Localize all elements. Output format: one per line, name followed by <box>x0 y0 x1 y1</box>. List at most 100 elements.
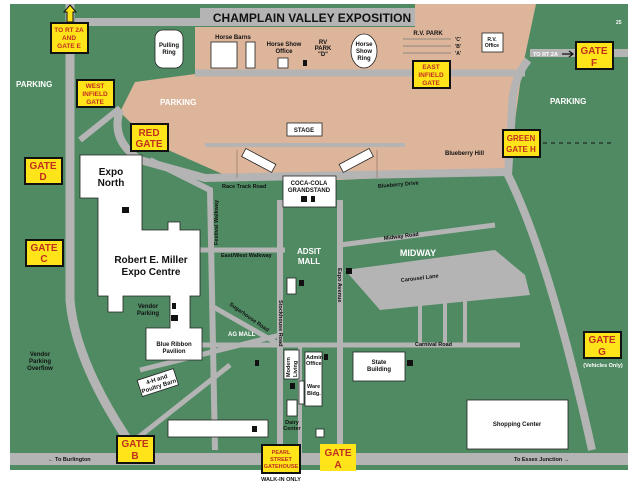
svg-text:GATE E: GATE E <box>57 43 81 50</box>
blue-ribbon-label: Blue Ribbon <box>156 342 192 348</box>
restroom-icon <box>171 315 178 321</box>
restroom-icon <box>290 383 295 389</box>
stage <box>286 122 323 137</box>
map-title: CHAMPLAIN VALLEY EXPOSITION <box>213 11 411 25</box>
svg-text:GATEHOUSE: GATEHOUSE <box>264 464 299 470</box>
state-building <box>352 351 406 382</box>
ag-mall-label: AG MALL <box>228 332 256 338</box>
vendor-overflow-label: Vendor Parking Overflow <box>27 352 53 372</box>
admin-office-label: Admin <box>306 355 324 361</box>
pulling-ring-label: Pulling <box>159 43 179 49</box>
building-row <box>167 419 269 438</box>
gate-c[interactable]: GATE C <box>25 239 64 267</box>
rv-row-b: 'B' <box>455 44 461 50</box>
admin-office-label-2: Office <box>306 361 322 367</box>
svg-text:GATE: GATE <box>86 99 104 106</box>
vendor-parking-label: Vendor Parking <box>137 304 159 317</box>
page-number: 25 <box>616 20 622 26</box>
horse-barn-1 <box>210 41 238 69</box>
blue-ribbon-label-2: Pavilion <box>162 349 185 355</box>
building-strip <box>298 380 305 405</box>
horse-show-office-label-2: Office <box>275 49 293 55</box>
svg-text:AND: AND <box>62 35 76 42</box>
svg-text:GATE: GATE <box>580 46 607 57</box>
svg-text:GATE: GATE <box>588 335 615 346</box>
carousel-lane-label: Carousel Lane <box>401 273 439 284</box>
grandstand-label: COCA-COLA <box>291 181 328 187</box>
gate-d[interactable]: GATE D <box>24 157 63 185</box>
restroom-icon <box>346 268 352 274</box>
midway-label: MIDWAY <box>400 248 436 258</box>
to-burlington-label: ← To Burlington <box>48 457 91 463</box>
restroom-icon <box>301 196 307 202</box>
rv-row-a: 'A' <box>455 51 461 57</box>
svg-text:INFIELD: INFIELD <box>418 72 444 79</box>
rv-park-d-label: RV PARK "D" <box>315 40 332 58</box>
pearl-street-gatehouse[interactable]: PEARL STREET GATEHOUSE <box>261 444 301 474</box>
to-essex-label: To Essex Junction → <box>514 457 569 463</box>
stockhouse-road-label: Stockhouse Road <box>277 300 283 346</box>
pulling-ring-label-2: Ring <box>162 50 176 56</box>
walk-in-only-note: WALK-IN ONLY <box>261 477 301 483</box>
gate-f[interactable]: GATE F <box>575 41 614 70</box>
phone-icon <box>303 60 307 66</box>
horse-show-ring <box>350 33 378 69</box>
parking-center-label: PARKING <box>160 98 196 107</box>
dairy-center <box>286 399 298 417</box>
grandstand-wing-left <box>241 147 277 173</box>
gate-green-h[interactable]: GREEN GATE H <box>502 129 541 158</box>
svg-text:RED: RED <box>138 128 159 139</box>
svg-text:A: A <box>334 460 341 471</box>
svg-text:PARK: PARK <box>315 46 332 52</box>
svg-text:Parking: Parking <box>29 359 51 365</box>
svg-text:TO RT 2A: TO RT 2A <box>54 27 84 34</box>
gate-red[interactable]: RED GATE <box>130 123 169 152</box>
svg-text:Ring: Ring <box>357 56 371 62</box>
gate-g[interactable]: GATE G <box>583 331 622 359</box>
state-building-label: State <box>372 360 387 366</box>
parking-left-label: PARKING <box>16 80 52 89</box>
svg-text:Horse: Horse <box>355 42 373 48</box>
restroom-icon <box>122 207 129 213</box>
svg-text:GATE: GATE <box>422 80 440 87</box>
shopping-center-label: Shopping Center <box>493 422 542 428</box>
gate-rt2a-e[interactable]: TO RT 2A AND GATE E <box>50 22 89 54</box>
adsit-mall-label: ADSIT <box>297 247 321 256</box>
svg-text:Overflow: Overflow <box>27 366 53 372</box>
adsit-mall-label-2: MALL <box>298 257 320 266</box>
svg-text:GREEN: GREEN <box>507 134 536 143</box>
expo-centre-building <box>79 154 203 361</box>
rv-row-c: 'C' <box>455 37 461 43</box>
restroom-icon <box>407 360 413 366</box>
restroom-icon <box>299 280 304 286</box>
festival-walkway-label: Festival Walkway <box>214 199 220 245</box>
svg-text:C: C <box>40 254 47 265</box>
gate-a[interactable]: GATE A <box>320 444 356 471</box>
expo-north-label-2: North <box>98 178 125 189</box>
gate-west-infield[interactable]: WEST INFIELD GATE <box>76 79 115 108</box>
gate-east-infield[interactable]: EAST INFIELD GATE <box>412 60 451 89</box>
gate-b[interactable]: GATE B <box>116 435 155 464</box>
dairy-center-label: Dairy <box>285 420 300 426</box>
to-rt2a-label: TO RT 2A <box>533 52 558 58</box>
svg-text:GATE H: GATE H <box>506 145 536 154</box>
small-building <box>315 428 325 438</box>
phone-icon <box>324 354 328 360</box>
restroom-icon <box>252 426 257 432</box>
miller-expo-label: Robert E. Miller <box>114 255 187 266</box>
svg-text:INFIELD: INFIELD <box>82 91 108 98</box>
phone-icon <box>311 196 315 202</box>
blueberry-drive-label: Blueberry Drive <box>378 180 419 190</box>
svg-text:Parking: Parking <box>137 311 159 317</box>
expo-avenue-label: Expo Avenue <box>336 268 342 302</box>
svg-text:Vendor: Vendor <box>30 352 51 358</box>
svg-text:RV: RV <box>319 40 327 46</box>
arrow-right-icon <box>562 50 574 58</box>
svg-text:WEST: WEST <box>86 83 105 90</box>
miller-expo-label-2: Expo Centre <box>122 267 181 278</box>
parking-right-label: PARKING <box>550 97 586 106</box>
grandstand-label-2: GRANDSTAND <box>288 188 331 194</box>
coca-cola-grandstand <box>282 175 337 208</box>
modern-living-label: Modern <box>286 357 292 378</box>
stage-label: STAGE <box>294 128 314 134</box>
